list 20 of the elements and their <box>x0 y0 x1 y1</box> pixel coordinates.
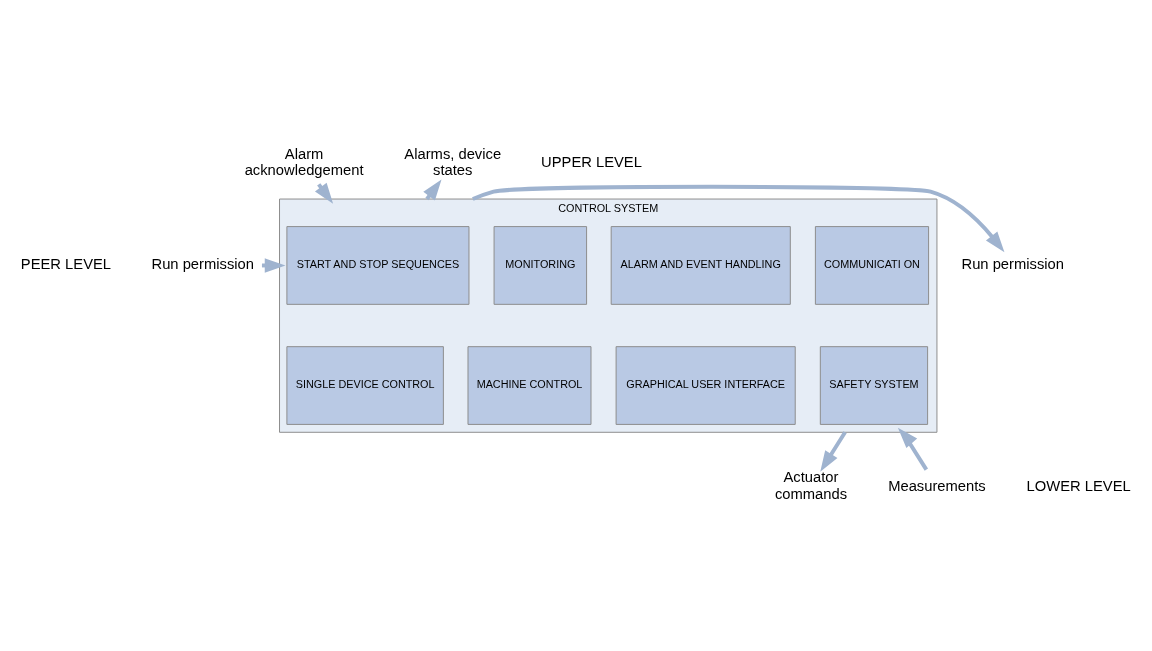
arrow <box>472 184 1005 253</box>
arrow <box>820 431 847 472</box>
node-box: START AND STOP SEQUENCES <box>286 226 470 305</box>
label: UPPER LEVEL <box>541 154 642 171</box>
node-box: GRAPHICAL USER INTERFACE <box>615 346 796 425</box>
node-text: Measurements <box>888 477 986 494</box>
node-text: Run permission <box>151 255 254 272</box>
label: LOWER LEVEL <box>1026 477 1131 494</box>
node-text: Alarms, device states <box>404 145 502 179</box>
node-text: Alarm acknowledgement <box>244 145 364 179</box>
node-box: ALARM AND EVENT HANDLING <box>610 226 791 305</box>
node-text: Run permission <box>961 255 1064 272</box>
node-box: SINGLE DEVICE CONTROL <box>286 346 444 425</box>
label: PEER LEVEL <box>20 255 112 272</box>
node-box: SAFETY SYSTEM <box>819 346 929 425</box>
node-text: Actuator commands <box>774 469 848 503</box>
node-box: MONITORING <box>493 226 588 305</box>
node-box: COMMUNICATI ON <box>814 226 930 305</box>
node-box: MACHINE CONTROL <box>467 346 592 425</box>
arrow <box>897 427 928 471</box>
